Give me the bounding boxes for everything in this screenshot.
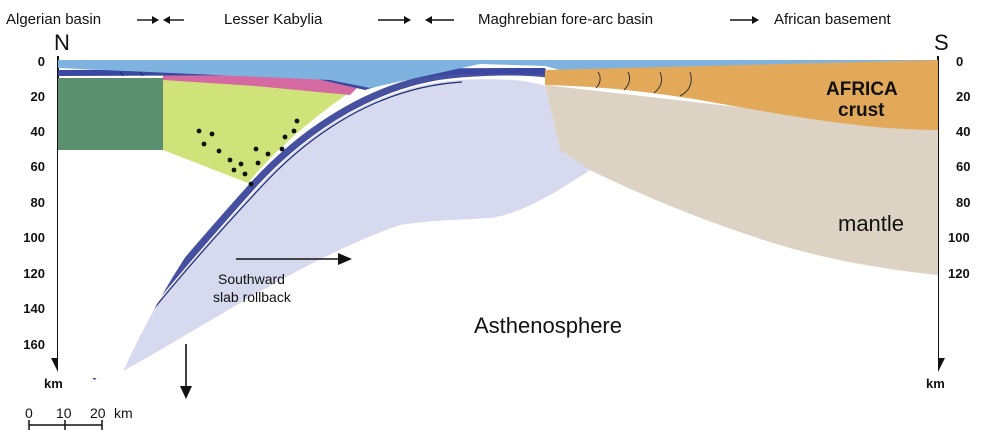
left-tick-80: 80	[31, 195, 45, 210]
right-tick-20: 20	[956, 89, 970, 104]
arrow-right-2	[378, 16, 411, 24]
left-tick-140: 140	[23, 301, 45, 316]
scale-tick-0: 0	[25, 405, 33, 421]
scale-bar: 0 10 20 km	[25, 405, 133, 430]
algerian-basin-label: Algerian basin	[6, 11, 101, 28]
scale-tick-10: 10	[56, 405, 72, 421]
right-km-unit: km	[926, 376, 945, 391]
left-tick-120: 120	[23, 266, 45, 281]
left-tick-60: 60	[31, 159, 45, 174]
slab-rollback-label-1: Southward	[218, 271, 285, 287]
arrow-right-1	[137, 16, 159, 24]
left-tick-160: 160	[23, 337, 45, 352]
arrow-left-1	[163, 16, 184, 24]
left-tick-20: 20	[31, 89, 45, 104]
scale-unit: km	[114, 405, 133, 421]
right-tick-60: 60	[956, 159, 970, 174]
right-tick-0: 0	[956, 54, 963, 69]
left-tick-40: 40	[31, 124, 45, 139]
asthenosphere-label: Asthenosphere	[474, 313, 622, 338]
scale-tick-20: 20	[90, 405, 106, 421]
maghrebian-basin-label: Maghrebian fore-arc basin	[478, 11, 653, 28]
algerian-basin-block	[58, 78, 163, 150]
south-label: S	[934, 30, 949, 55]
crust-label: crust	[838, 100, 885, 121]
african-basement-label: African basement	[774, 11, 892, 28]
arrow-left-2	[425, 16, 454, 24]
north-label: N	[54, 30, 70, 55]
right-tick-80: 80	[956, 195, 970, 210]
left-km-unit: km	[44, 376, 63, 391]
right-tick-40: 40	[956, 124, 970, 139]
right-tick-120: 120	[948, 266, 970, 281]
mantle-label: mantle	[838, 211, 904, 236]
lesser-kabylia-label: Lesser Kabylia	[224, 11, 323, 28]
left-tick-100: 100	[23, 230, 45, 245]
right-tick-100: 100	[948, 230, 970, 245]
slab-rollback-label-2: slab rollback	[213, 289, 292, 305]
africa-label: AFRICA	[826, 79, 898, 100]
arrow-right-3	[730, 16, 759, 24]
left-tick-0: 0	[38, 54, 45, 69]
